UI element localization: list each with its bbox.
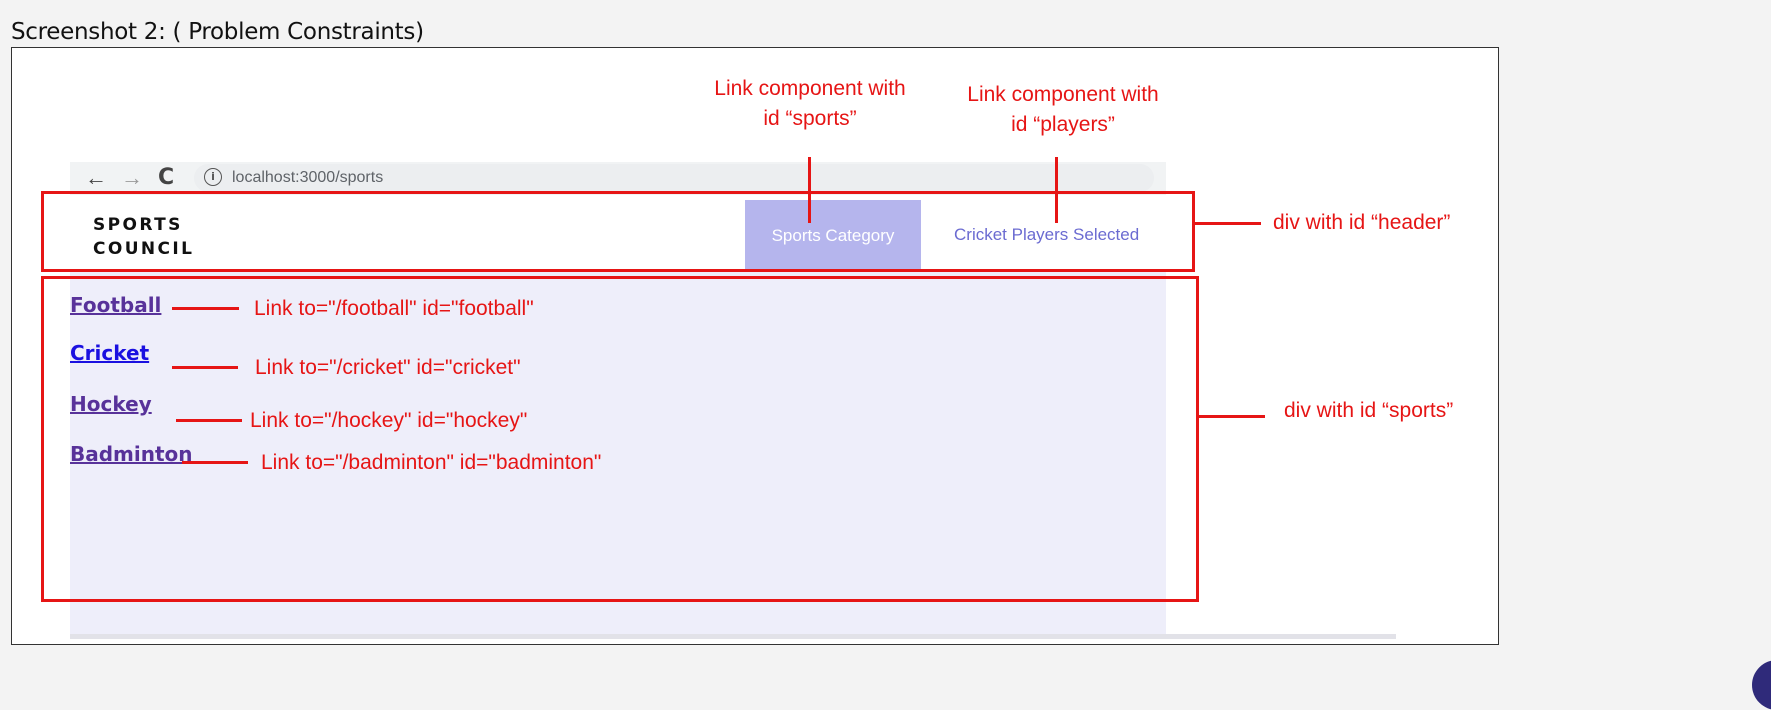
header-highlight-box: [41, 191, 1195, 272]
sports-link-pointer: [808, 157, 811, 223]
address-bar[interactable]: [194, 164, 1154, 192]
hockey-annotation: Link to="/hockey" id="hockey": [250, 409, 528, 432]
badminton-pointer: [182, 461, 248, 464]
app-header: [46, 196, 1166, 272]
sports-link-annotation-line-1: Link component with: [714, 77, 906, 100]
page-scroll-strip: [70, 634, 1396, 639]
sports-div-annotation: div with id “sports”: [1284, 399, 1454, 422]
players-link-annotation: Link component with id “players”: [953, 80, 1173, 140]
url-text[interactable]: localhost:3000/sports: [232, 169, 384, 186]
screenshot-caption: Screenshot 2: ( Problem Constraints): [11, 19, 424, 45]
players-link-annotation-line-2: id “players”: [1011, 113, 1115, 136]
brand-line-2: COUNCIL: [93, 239, 195, 259]
players-link-pointer: [1055, 157, 1058, 223]
sports-link-annotation: Link component with id “sports”: [700, 74, 920, 134]
sport-link-hockey[interactable]: Hockey: [70, 392, 152, 416]
cricket-pointer: [172, 366, 238, 369]
sport-link-football[interactable]: Football: [70, 293, 162, 317]
players-link-annotation-line-1: Link component with: [967, 83, 1159, 106]
header-div-pointer: [1195, 222, 1261, 225]
hockey-pointer: [176, 419, 242, 422]
sports-link-annotation-line-2: id “sports”: [763, 107, 857, 130]
corner-badge: [1752, 660, 1771, 710]
brand-line-1: SPORTS: [93, 215, 183, 235]
back-arrow-icon[interactable]: ←: [85, 165, 107, 190]
sport-link-badminton[interactable]: Badminton: [70, 442, 193, 466]
cricket-annotation: Link to="/cricket" id="cricket": [255, 356, 521, 379]
reload-icon[interactable]: C: [158, 165, 175, 190]
header-div-annotation: div with id “header”: [1273, 211, 1451, 234]
sport-link-cricket[interactable]: Cricket: [70, 341, 150, 365]
brand-logo: SPORTS COUNCIL: [93, 213, 194, 261]
football-annotation: Link to="/football" id="football": [254, 297, 534, 320]
nav-link-sports[interactable]: Sports Category: [745, 200, 921, 272]
badminton-annotation: Link to="/badminton" id="badminton": [261, 451, 602, 474]
sports-div-pointer: [1199, 415, 1265, 418]
football-pointer: [172, 307, 239, 310]
forward-arrow-icon[interactable]: →: [121, 165, 143, 190]
nav-link-players[interactable]: Cricket Players Selected: [954, 225, 1140, 244]
sports-content-area: [70, 272, 1166, 634]
info-icon[interactable]: i: [204, 168, 222, 186]
sports-highlight-box: [41, 276, 1199, 602]
